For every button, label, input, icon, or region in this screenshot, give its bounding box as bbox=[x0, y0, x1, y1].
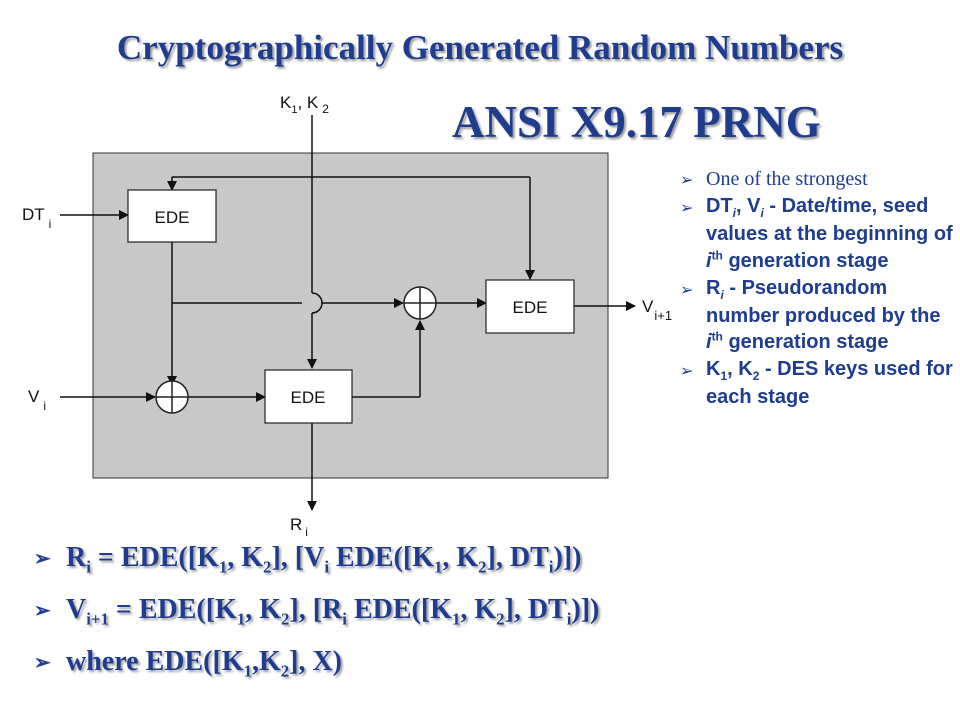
ede-box-3-label: EDE bbox=[513, 298, 548, 317]
formula-r: ➢ Ri = EDE([K1, K2], [Vi EDE([K1, K2], D… bbox=[34, 542, 582, 577]
note-item: ➢ One of the strongest bbox=[676, 168, 958, 190]
bullet-arrow-icon: ➢ bbox=[680, 172, 694, 189]
note-item: ➢ K1, K2 - DES keys used for each stage bbox=[676, 359, 958, 408]
bullet-arrow-icon: ➢ bbox=[680, 281, 694, 299]
ede-box-2-label: EDE bbox=[291, 388, 326, 407]
note-item: ➢ Ri - Pseudorandom number produced by t… bbox=[676, 276, 958, 354]
ede-box-1-label: EDE bbox=[155, 208, 190, 227]
formula-v: ➢ Vi+1 = EDE([K1, K2], [Ri EDE([K1, K2],… bbox=[34, 594, 600, 629]
ede-box-2 bbox=[264, 369, 353, 424]
page-title: Cryptographically Generated Random Numbe… bbox=[116, 28, 844, 67]
note-text: One of the strongest bbox=[706, 168, 868, 190]
note-text: DTi, Vi - Date/time, seed values at the … bbox=[706, 195, 953, 272]
bullet-arrow-icon: ➢ bbox=[680, 200, 694, 217]
formula-ede: ➢ where EDE([K1,K2], X) bbox=[34, 646, 343, 681]
bullet-arrow-icon: ➢ bbox=[34, 652, 51, 674]
ede-box-1 bbox=[127, 189, 217, 243]
bullet-arrow-icon: ➢ bbox=[680, 363, 694, 381]
formula-list: ➢ Ri = EDE([K1, K2], [Vi EDE([K1, K2], D… bbox=[34, 542, 599, 698]
note-text: Ri - Pseudorandom number produced by the… bbox=[706, 276, 941, 354]
bullet-arrow-icon: ➢ bbox=[34, 600, 51, 622]
note-item: ➢ DTi, Vi - Date/time, seed values at th… bbox=[676, 196, 958, 272]
page-subtitle: ANSI X9.17 PRNG bbox=[452, 97, 821, 147]
vout-label: Vi+1 bbox=[642, 297, 672, 323]
bullet-arrow-icon: ➢ bbox=[34, 548, 51, 570]
notes-list: ➢ One of the strongest ➢ DTi, Vi - Date/… bbox=[676, 168, 958, 414]
note-text: K1, K2 - DES keys used for each stage bbox=[706, 358, 953, 409]
